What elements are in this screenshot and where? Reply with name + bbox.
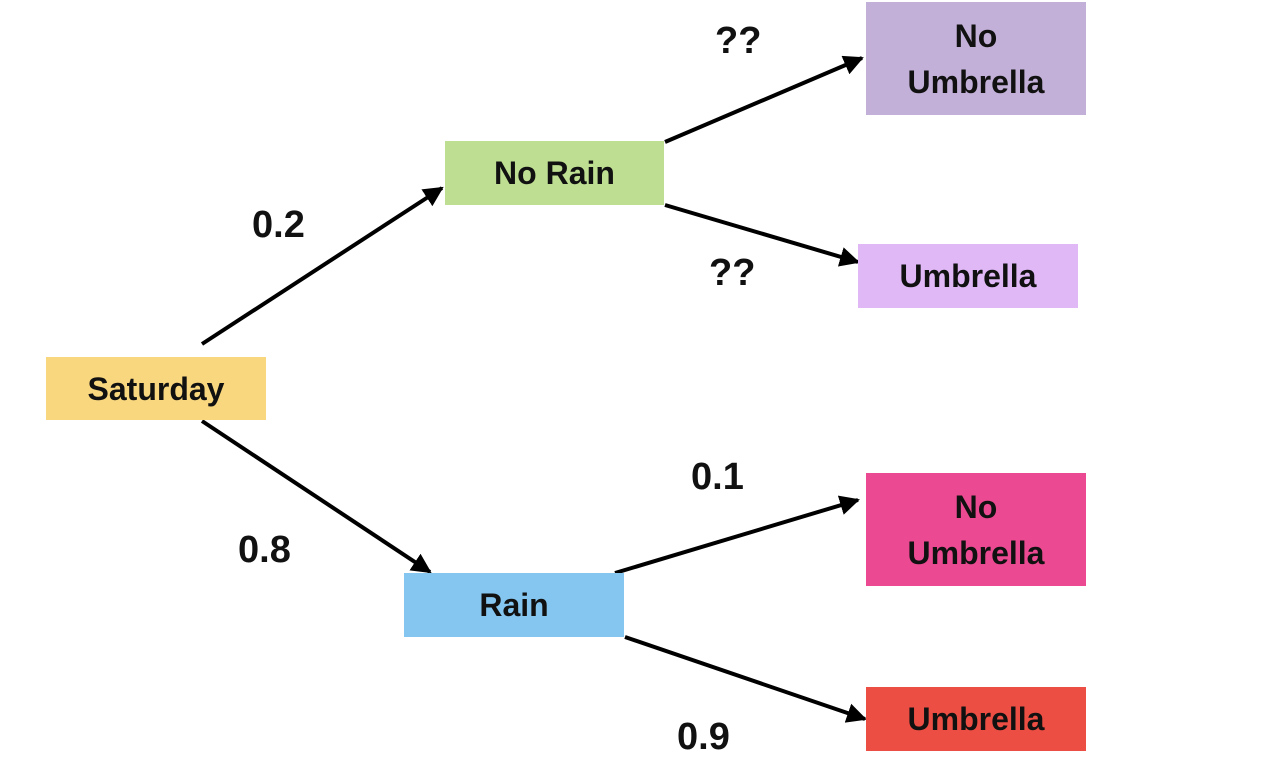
edge-label-saturday-to-no-rain: 0.2 <box>252 204 305 246</box>
node-no-rain-label: No Rain <box>494 155 615 191</box>
node-rain-label: Rain <box>479 587 549 623</box>
edge-label-no-rain-to-no-umbrella: ?? <box>715 20 762 62</box>
node-no-rain-umbrella-label: Umbrella <box>899 258 1037 294</box>
edge-label-no-rain-to-umbrella: ?? <box>709 252 756 294</box>
edge-saturday-to-no-rain <box>200 186 444 346</box>
edge-label-rain-to-no-umbrella: 0.1 <box>691 456 744 498</box>
node-rain-no-umbrella-line1: No <box>954 488 998 525</box>
node-no-rain-umbrella: Umbrella <box>858 244 1078 308</box>
node-rain-umbrella-label: Umbrella <box>907 701 1045 737</box>
edge-label-saturday-to-rain: 0.8 <box>238 529 291 571</box>
edge-rain-to-no-umbrella <box>614 495 860 575</box>
edge-label-rain-to-umbrella: 0.9 <box>677 716 730 758</box>
node-no-rain-no-umbrella-line1: No <box>954 17 998 54</box>
node-rain-no-umbrella: No Umbrella <box>866 473 1086 586</box>
node-rain-no-umbrella-line2: Umbrella <box>907 534 1045 571</box>
edge-rain-to-umbrella <box>624 635 867 723</box>
edge-saturday-to-rain <box>200 419 432 574</box>
node-saturday: Saturday <box>46 357 266 420</box>
node-no-rain: No Rain <box>445 141 664 205</box>
node-rain-umbrella: Umbrella <box>866 687 1086 751</box>
node-saturday-label: Saturday <box>87 370 225 407</box>
node-no-rain-no-umbrella-line2: Umbrella <box>907 63 1045 100</box>
node-no-rain-no-umbrella: No Umbrella <box>866 2 1086 115</box>
edge-no-rain-to-no-umbrella <box>664 55 864 144</box>
node-rain: Rain <box>404 573 624 637</box>
edge-no-rain-to-umbrella <box>664 203 860 267</box>
